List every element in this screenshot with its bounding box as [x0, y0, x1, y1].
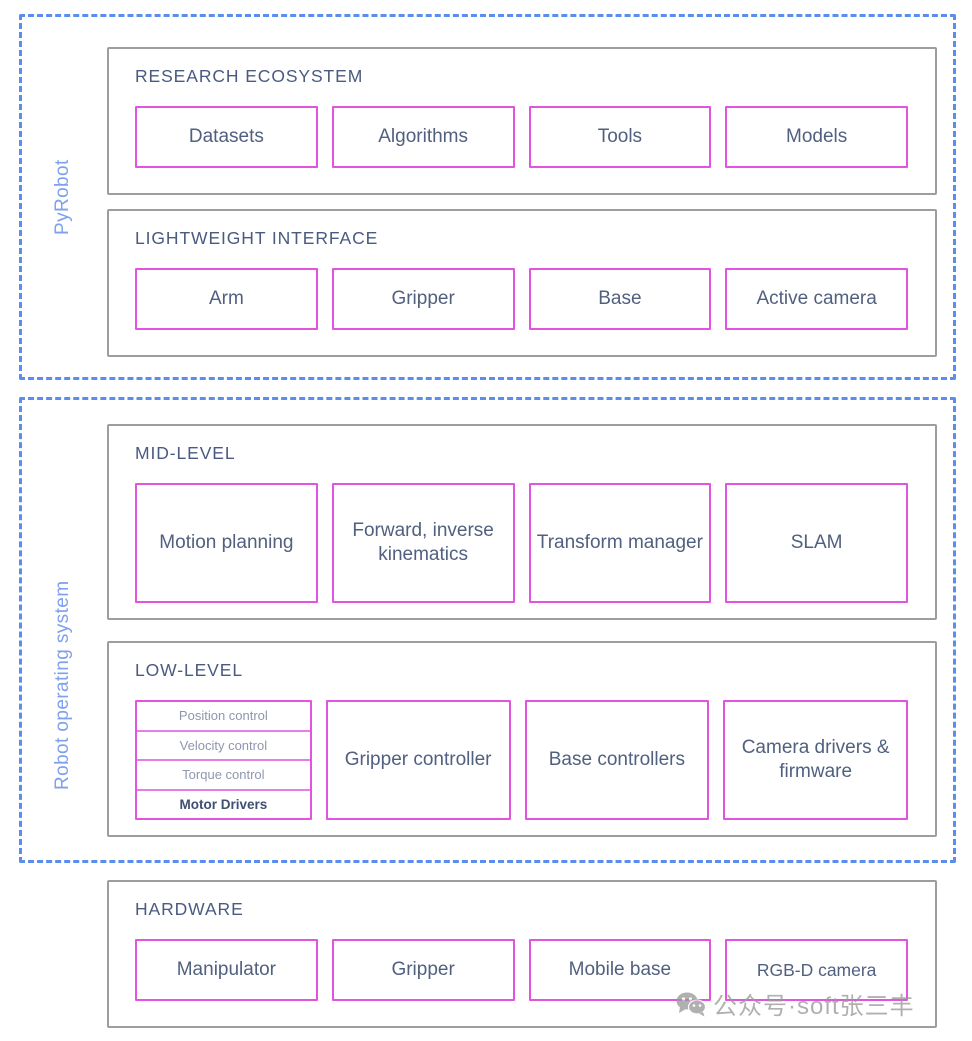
item-mobile-base[interactable]: Mobile base: [528, 939, 712, 1001]
item-forward-inverse-kinematics[interactable]: Forward, inverse kinematics: [331, 483, 515, 603]
item-arm[interactable]: Arm: [135, 268, 318, 330]
group-label-robot-operating-system: Robot operating system: [52, 580, 73, 790]
items-row-research-ecosystem: Datasets Algorithms Tools Models: [135, 106, 908, 168]
item-rgbd-camera[interactable]: RGB-D camera: [725, 939, 908, 1001]
layer-panel-low-level: LOW-LEVEL Position control Velocity cont…: [107, 641, 937, 837]
item-motion-planning[interactable]: Motion planning: [135, 483, 318, 603]
item-datasets[interactable]: Datasets: [135, 106, 318, 168]
group-frame-pyrobot: [19, 14, 956, 380]
stack-row-motor-drivers[interactable]: Motor Drivers: [179, 796, 268, 812]
item-motor-driver-stack[interactable]: Position control Velocity control Torque…: [135, 700, 312, 820]
item-slam[interactable]: SLAM: [725, 483, 908, 603]
item-gripper-hw[interactable]: Gripper: [331, 939, 515, 1001]
layer-title-hardware: HARDWARE: [135, 899, 244, 919]
item-base[interactable]: Base: [528, 268, 712, 330]
items-row-hardware: Manipulator Gripper Mobile base RGB-D ca…: [135, 939, 908, 1001]
item-gripper[interactable]: Gripper: [331, 268, 515, 330]
items-row-mid-level: Motion planning Forward, inverse kinemat…: [135, 483, 908, 603]
item-transform-manager[interactable]: Transform manager: [528, 483, 712, 603]
layer-panel-mid-level: MID-LEVEL Motion planning Forward, inver…: [107, 424, 937, 620]
layer-title-low-level: LOW-LEVEL: [135, 660, 243, 680]
item-active-camera[interactable]: Active camera: [725, 268, 908, 330]
item-gripper-controller[interactable]: Gripper controller: [325, 700, 511, 820]
item-base-controllers[interactable]: Base controllers: [524, 700, 710, 820]
item-algorithms[interactable]: Algorithms: [331, 106, 515, 168]
layer-title-mid-level: MID-LEVEL: [135, 443, 236, 463]
item-models[interactable]: Models: [725, 106, 908, 168]
layer-title-research-ecosystem: RESEARCH ECOSYSTEM: [135, 66, 364, 86]
group-label-pyrobot: PyRobot: [52, 159, 73, 235]
items-row-low-level: Position control Velocity control Torque…: [135, 700, 908, 820]
layer-title-lightweight-interface: LIGHTWEIGHT INTERFACE: [135, 228, 379, 248]
stack-row-velocity-control[interactable]: Velocity control: [137, 732, 310, 761]
group-frame-robot-operating-system: [19, 397, 956, 863]
item-tools[interactable]: Tools: [528, 106, 712, 168]
items-row-lightweight-interface: Arm Gripper Base Active camera: [135, 268, 908, 330]
layer-panel-lightweight-interface: LIGHTWEIGHT INTERFACE Arm Gripper Base A…: [107, 209, 937, 357]
stack-row-torque-control[interactable]: Torque control: [137, 761, 310, 791]
layer-panel-research-ecosystem: RESEARCH ECOSYSTEM Datasets Algorithms T…: [107, 47, 937, 195]
stack-row-position-control[interactable]: Position control: [137, 702, 310, 732]
item-manipulator[interactable]: Manipulator: [135, 939, 318, 1001]
layer-panel-hardware: HARDWARE Manipulator Gripper Mobile base…: [107, 880, 937, 1028]
item-camera-drivers-firmware[interactable]: Camera drivers & firmware: [723, 700, 908, 820]
